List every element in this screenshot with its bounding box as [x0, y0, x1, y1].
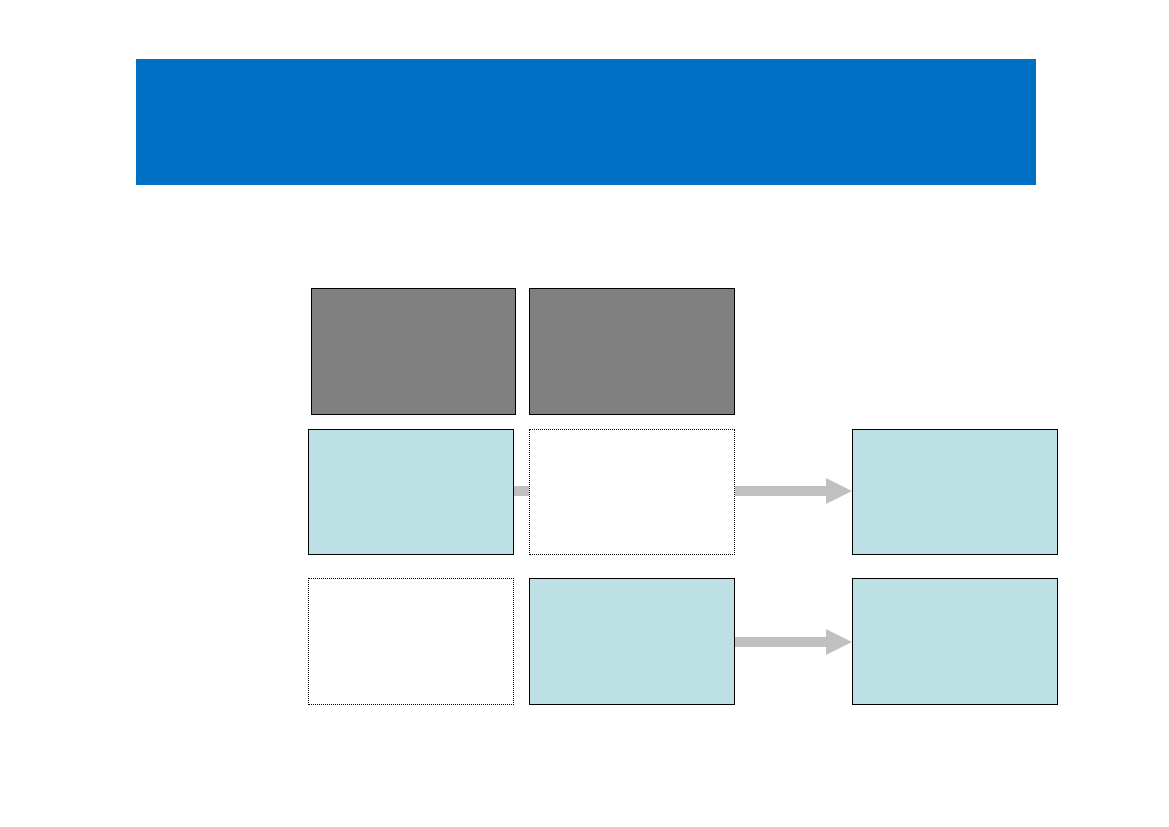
header-band: [136, 59, 1036, 185]
arrow-row2: [735, 629, 852, 655]
row1-left-box: [308, 429, 514, 555]
connector-row1-left: [514, 486, 530, 496]
row2-middle-box: [529, 578, 735, 705]
arrow-row1: [735, 478, 852, 504]
column-header-2: [529, 288, 735, 415]
row2-right-box: [852, 578, 1058, 705]
row2-left-box: [308, 578, 514, 705]
column-header-1: [311, 288, 516, 415]
row1-middle-box: [529, 429, 735, 555]
row1-right-box: [852, 429, 1058, 555]
